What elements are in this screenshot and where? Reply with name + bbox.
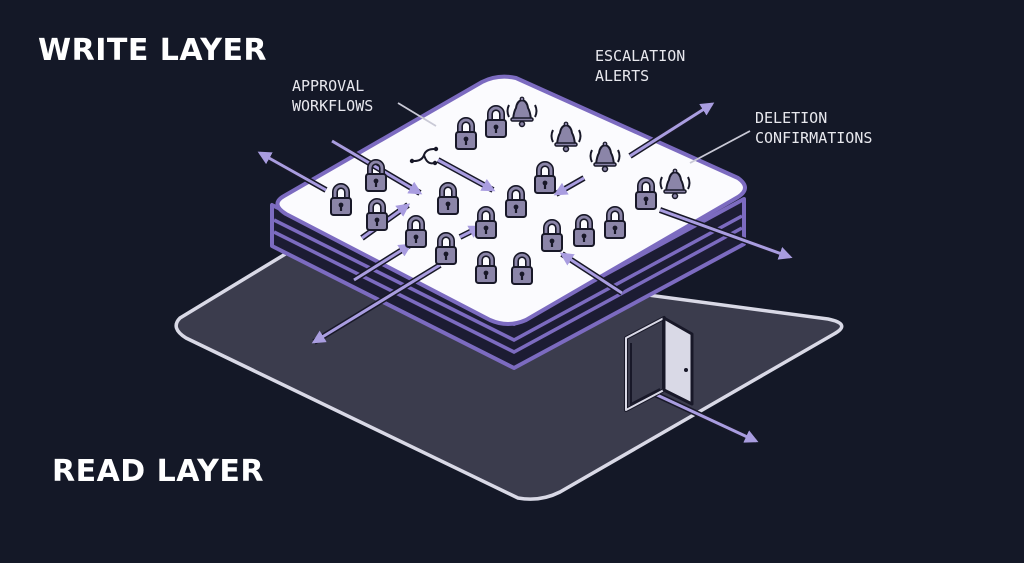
approval-workflows-label: APPROVAL WORKFLOWS bbox=[292, 76, 373, 116]
write-layer-title: WRITE LAYER bbox=[38, 33, 268, 68]
approval-leader-line bbox=[397, 102, 437, 127]
deletion-line-2: CONFIRMATIONS bbox=[755, 129, 873, 147]
approval-line-1: APPROVAL bbox=[292, 77, 365, 95]
open-door-icon bbox=[624, 316, 694, 412]
deletion-leader-line bbox=[689, 130, 751, 164]
arrow-icon bbox=[629, 102, 715, 158]
arrow-icon bbox=[559, 252, 623, 295]
arrow-icon bbox=[641, 386, 759, 443]
escalation-alerts-label: ESCALATION ALERTS bbox=[595, 46, 685, 86]
arrow-icon bbox=[553, 176, 585, 196]
escalation-line-2: ALERTS bbox=[595, 67, 650, 85]
flow-arrows bbox=[257, 101, 793, 444]
arrow-icon bbox=[257, 151, 327, 192]
workflow-icon bbox=[409, 146, 439, 166]
arrow-icon bbox=[353, 243, 413, 282]
arrow-icon bbox=[331, 139, 423, 195]
approval-line-2: WORKFLOWS bbox=[292, 97, 374, 115]
arrow-icon bbox=[437, 158, 496, 192]
arrow-icon bbox=[659, 208, 793, 260]
arrow-icon bbox=[311, 263, 441, 344]
escalation-line-1: ESCALATION bbox=[595, 47, 686, 65]
read-layer-title: READ LAYER bbox=[52, 454, 264, 489]
deletion-confirmations-label: DELETION CONFIRMATIONS bbox=[755, 108, 872, 148]
deletion-line-1: DELETION bbox=[755, 109, 828, 127]
